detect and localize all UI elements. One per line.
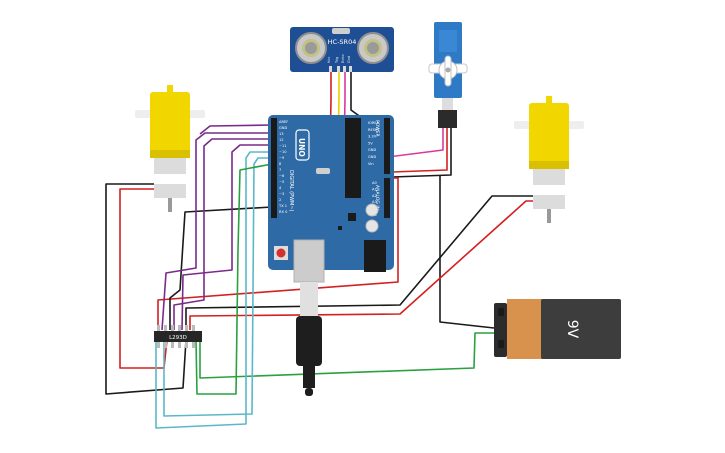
pin-label: 4	[279, 186, 282, 190]
pin-label: 7	[279, 168, 281, 172]
sensor-label: HC-SR04	[328, 38, 357, 46]
battery-9v[interactable]: 9V	[494, 299, 621, 359]
pin-label: ~10	[279, 150, 287, 154]
atmega-chip	[345, 118, 361, 198]
pin-label: IOREF	[368, 121, 379, 125]
pin-label: A1	[372, 187, 377, 191]
wire-servo-vcc[interactable]	[391, 128, 448, 173]
wire-servo-gnd[interactable]	[391, 128, 452, 178]
pin-label: A3	[372, 200, 377, 204]
sensor-pin-label: Echo	[341, 55, 345, 64]
digital-label: DIGITAL (PWM~)	[288, 170, 294, 212]
wire-battery-neg[interactable]	[439, 176, 495, 329]
pin-label: 3.3V	[368, 135, 377, 139]
wire-left-motor-black[interactable]	[105, 183, 187, 395]
pin-label: RX 0	[279, 210, 288, 214]
wire-battery-pos[interactable]	[199, 332, 494, 379]
sensor-pin-label: Vcc	[327, 57, 331, 63]
pin-label: GND	[368, 148, 376, 152]
wire-sensor-gnd[interactable]	[350, 70, 363, 119]
wire-green-1[interactable]	[195, 163, 273, 395]
pin-label: 13	[279, 132, 284, 136]
wires	[105, 70, 538, 429]
pin-label: TX 1	[278, 204, 287, 208]
pin-label: GND	[368, 155, 376, 159]
pin-label: GND	[279, 126, 287, 130]
usb-cable-icon	[296, 282, 322, 396]
sensor-pin-label: Gnd	[347, 56, 351, 63]
analog-label: ANALOG IN	[374, 185, 380, 210]
left-dc-motor[interactable]	[135, 85, 205, 212]
arduino-logo-icon: UNO	[295, 129, 310, 161]
pin-label: A0	[372, 181, 377, 185]
servo-motor[interactable]	[428, 22, 468, 128]
wire-left-motor-red[interactable]	[119, 188, 168, 369]
pin-label: ~11	[279, 144, 287, 148]
pin-label: 12	[279, 138, 284, 142]
wire-right-motor-black[interactable]	[185, 195, 538, 330]
l293d-driver[interactable]: L293D	[154, 325, 202, 348]
wire-right-motor-red[interactable]	[189, 200, 538, 330]
wire-gnd-black[interactable]	[169, 206, 273, 330]
wire-purple-1[interactable]	[161, 132, 272, 331]
power-pin-labels: IOREF RESET 3.3V 5V GND GND Vin	[368, 121, 380, 166]
driver-label: L293D	[169, 335, 187, 341]
pin-label: ~3	[279, 192, 284, 196]
arduino-uno-board[interactable]: AREF GND 13 12 ~11 ~10 ~9 8 7 ~6 ~5 4 ~3 2 TX 1 RX 0 IO…	[268, 115, 394, 283]
wire-teal-2[interactable]	[163, 157, 272, 417]
wire-purple-2[interactable]	[173, 138, 272, 330]
sensor-pin-label: Trig	[335, 57, 339, 64]
wire-purple-3[interactable]	[181, 144, 272, 331]
battery-label: 9V	[564, 320, 580, 339]
digital-pin-labels: AREF GND 13 12 ~11 ~10 ~9 8 7 ~6 ~5 4 ~3 2 TX 1 RX 0	[278, 120, 288, 214]
power-label: POWER	[374, 120, 380, 137]
pin-label: ~9	[279, 156, 285, 160]
pin-label: A2	[372, 194, 377, 198]
pin-label: 8	[279, 162, 282, 166]
pin-label: 5V	[368, 141, 373, 145]
ultrasonic-sensor[interactable]: HC-SR04 Vcc Trig Echo Gnd	[290, 27, 394, 72]
pin-label: AREF	[279, 120, 288, 124]
pin-label: 2	[279, 198, 281, 202]
pin-label: ~5	[279, 180, 284, 184]
right-dc-motor[interactable]	[514, 96, 584, 223]
pin-label: ~6	[279, 174, 285, 178]
board-logo-text: UNO	[297, 138, 306, 157]
wire-teal-1[interactable]	[155, 151, 272, 429]
wire-purple-4[interactable]	[199, 124, 273, 135]
reset-button-icon[interactable]	[274, 246, 288, 260]
pin-label: RESET	[368, 128, 380, 132]
pin-label: Vin	[368, 162, 374, 166]
